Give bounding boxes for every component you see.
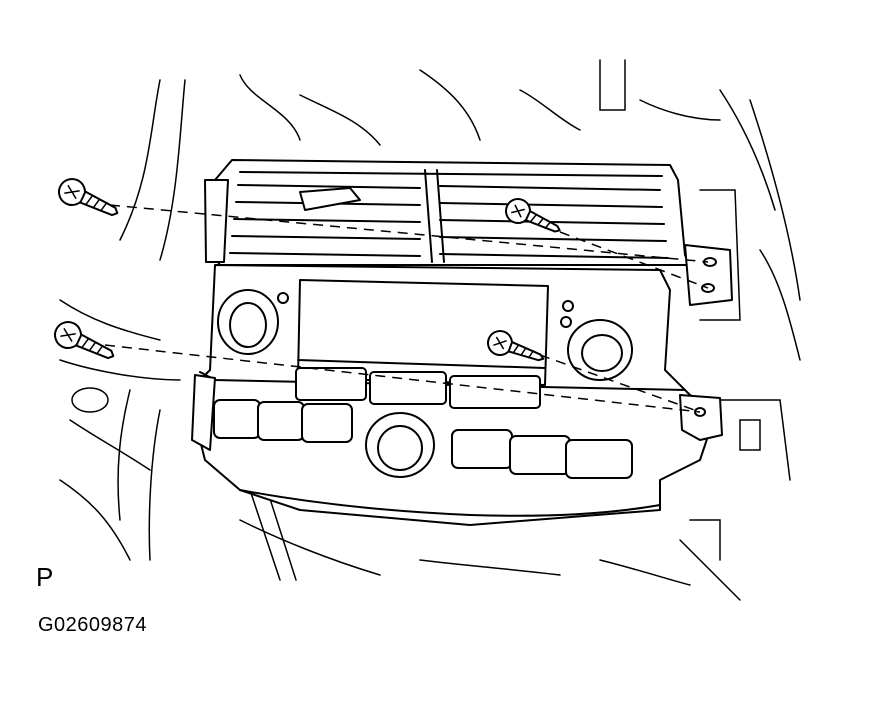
screw-top-left xyxy=(58,178,119,217)
right-knob xyxy=(560,300,633,381)
mounting-brackets xyxy=(191,179,733,451)
center-knob xyxy=(365,412,435,478)
right-vent-louvers xyxy=(439,185,669,259)
screw-bottom-left xyxy=(54,321,115,360)
center-button-row xyxy=(295,367,541,409)
left-knob xyxy=(217,289,289,355)
control-panel xyxy=(194,264,711,526)
screw-center xyxy=(487,330,545,362)
figure-code-label: G02609874 xyxy=(38,614,148,636)
background-wiring xyxy=(59,59,801,601)
air-vent-housing xyxy=(209,159,691,266)
screw-alignment-lines xyxy=(104,204,709,413)
lower-left-buttons xyxy=(213,399,353,443)
screw-top-right xyxy=(505,198,561,233)
lower-right-buttons xyxy=(451,429,633,479)
display-screen xyxy=(297,279,549,386)
view-letter-label: P xyxy=(36,562,54,592)
